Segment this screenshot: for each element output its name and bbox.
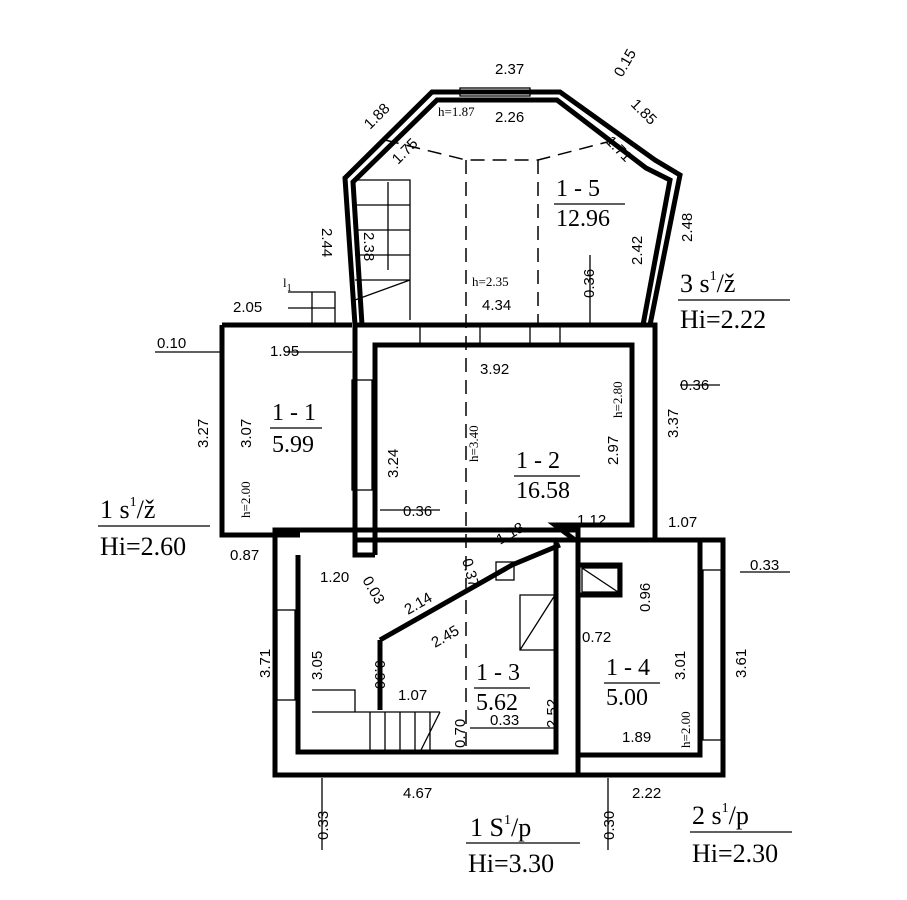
svg-text:5.62: 5.62 xyxy=(476,690,518,716)
dim: 2.45 xyxy=(429,622,463,651)
dimension-lines xyxy=(155,255,790,850)
dim: 3.27 xyxy=(195,419,212,448)
zone-1-top: 1 s1/žHi=2.60 xyxy=(98,495,210,561)
svg-text:Hi=2.60: Hi=2.60 xyxy=(100,532,186,561)
dim: 1.18 xyxy=(494,519,528,548)
svg-text:12.96: 12.96 xyxy=(556,206,610,232)
svg-text:2 s1/p: 2 s1/p xyxy=(692,801,749,830)
room-1-1: 1 - 1 5.99 xyxy=(270,400,322,458)
dim: 2.52 xyxy=(544,699,561,728)
svg-text:Hi=2.30: Hi=2.30 xyxy=(692,839,778,868)
dim: h=1.87 xyxy=(438,104,475,119)
dim: 0.70 xyxy=(452,719,469,748)
svg-text:Hi=3.30: Hi=3.30 xyxy=(468,849,554,878)
dimension-labels: 2.37 0.15 1.88 1.85 h=1.87 2.26 1.75 1.7… xyxy=(157,46,779,840)
room-1-4: 1 - 4 5.00 xyxy=(604,655,660,711)
dim: 1.07 xyxy=(668,514,697,531)
svg-text:16.58: 16.58 xyxy=(516,478,570,504)
dim: 0.33 xyxy=(490,712,519,729)
dim: 0.03 xyxy=(359,574,388,608)
svg-text:1 s1/ž: 1 s1/ž xyxy=(100,495,155,524)
dim: 2.38 xyxy=(360,232,377,261)
dim: 0.72 xyxy=(582,629,611,646)
zone-1-bottom: 1 S1/pHi=3.30 xyxy=(466,813,580,878)
dim: 0.36 xyxy=(403,503,432,520)
dim: 2.42 xyxy=(629,236,646,265)
dim: 3.24 xyxy=(385,449,402,478)
dim: h=2.35 xyxy=(472,274,509,289)
dim: 0.87 xyxy=(230,547,259,564)
svg-text:5.00: 5.00 xyxy=(606,685,648,711)
dim: 0.33 xyxy=(750,557,779,574)
dim: 3.01 xyxy=(672,651,689,680)
dim: 3.07 xyxy=(238,419,255,448)
dim: 0.10 xyxy=(157,335,186,352)
dim: 1.88 xyxy=(361,100,394,133)
dim: 2.22 xyxy=(632,785,661,802)
room-1-5: 1 - 5 12.96 xyxy=(554,176,625,232)
dim: 1.12 xyxy=(577,512,606,529)
dim: 2.05 xyxy=(233,299,262,316)
dim: 0.30 xyxy=(601,811,618,840)
dim: 1.20 xyxy=(320,569,349,586)
dim: 0.15 xyxy=(611,46,640,80)
dim: 0.96 xyxy=(637,583,654,612)
dim: 3.71 xyxy=(257,649,274,678)
svg-text:3 s1/ž: 3 s1/ž xyxy=(680,269,735,298)
svg-text:1 - 5: 1 - 5 xyxy=(556,176,600,202)
svg-text:1 - 3: 1 - 3 xyxy=(476,660,520,686)
dim: 2.48 xyxy=(679,213,696,242)
svg-text:1 - 1: 1 - 1 xyxy=(272,400,316,426)
dim: h=2.00 xyxy=(238,481,253,518)
svg-text:1 - 2: 1 - 2 xyxy=(516,448,560,474)
dim: 2.26 xyxy=(495,109,524,126)
dim: 4.67 xyxy=(403,785,432,802)
dim: h=3.40 xyxy=(466,425,481,462)
dim: 0.33 xyxy=(315,811,332,840)
dim: 1.85 xyxy=(627,96,660,129)
dim: 1.89 xyxy=(622,729,651,746)
svg-text:1 - 4: 1 - 4 xyxy=(606,655,650,681)
dim: 4.34 xyxy=(482,297,511,314)
windows-and-stairs xyxy=(276,87,722,753)
dim: 3.61 xyxy=(733,649,750,678)
dim: 3.37 xyxy=(665,409,682,438)
zone-2: 2 s1/pHi=2.30 xyxy=(690,801,792,868)
svg-text:5.99: 5.99 xyxy=(272,432,314,458)
room-labels: 1 - 1 5.99 1 - 2 16.58 1 - 3 5.62 1 - 4 5.00… xyxy=(270,176,660,716)
dim: 2.97 xyxy=(605,436,622,465)
dim: 2.44 xyxy=(318,228,335,257)
dim: 1.95 xyxy=(270,343,299,360)
svg-text:Hi=2.22: Hi=2.22 xyxy=(680,305,766,334)
stair-mark: l1 xyxy=(283,275,292,294)
dim: 3.05 xyxy=(309,651,326,680)
svg-text:1 S1/p: 1 S1/p xyxy=(470,813,531,842)
zone-labels: 3 s1/žHi=2.22 1 s1/žHi=2.60 1 S1/pHi=3.3… xyxy=(98,269,792,878)
zone-3: 3 s1/žHi=2.22 xyxy=(678,269,790,334)
dim: h=2.80 xyxy=(610,381,625,418)
dim: 1.07 xyxy=(398,687,427,704)
dim: h=2.00 xyxy=(678,711,693,748)
dim: 3.92 xyxy=(480,361,509,378)
dim: 0.90 xyxy=(371,660,388,689)
dim: 2.37 xyxy=(495,61,524,78)
dim: 0.37 xyxy=(458,557,482,590)
room-1-3: 1 - 3 5.62 xyxy=(474,660,530,716)
walls xyxy=(219,89,726,778)
room-1-2: 1 - 2 16.58 xyxy=(514,448,580,504)
